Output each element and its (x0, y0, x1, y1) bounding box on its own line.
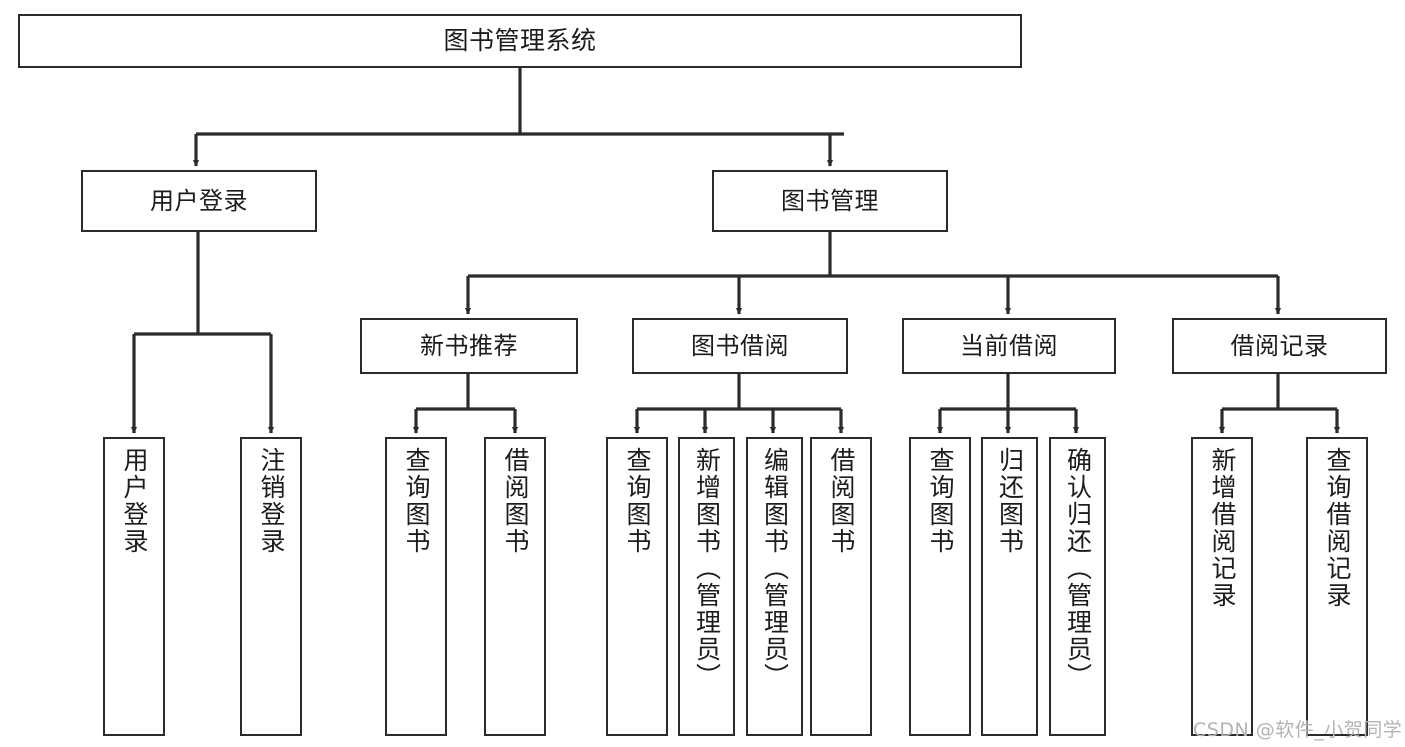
node-leaf-logout[interactable]: 注销登录 (240, 437, 302, 736)
node-leaf-confirm-return[interactable]: 确认归还（管理员） (1049, 437, 1106, 736)
node-book-borrow[interactable]: 图书借阅 (632, 318, 848, 374)
node-leaf-query-book-2[interactable]: 查询图书 (606, 437, 668, 736)
node-new-book-rec[interactable]: 新书推荐 (360, 318, 578, 374)
node-leaf-borrow-book-1-label: 借阅图书 (501, 447, 530, 555)
node-leaf-add-record[interactable]: 新增借阅记录 (1191, 437, 1253, 736)
node-root[interactable]: 图书管理系统 (18, 14, 1022, 68)
node-user-login-label: 用户登录 (150, 186, 248, 215)
node-leaf-query-book-3[interactable]: 查询图书 (909, 437, 971, 736)
node-leaf-add-book-label: 新增图书（管理员） (692, 447, 722, 690)
node-leaf-return-book[interactable]: 归还图书 (981, 437, 1038, 736)
node-leaf-query-book-1-label: 查询图书 (402, 447, 431, 555)
node-leaf-borrow-book-2-label: 借阅图书 (827, 447, 856, 555)
node-book-manage-label: 图书管理 (781, 186, 879, 215)
node-leaf-logout-label: 注销登录 (257, 447, 286, 555)
node-leaf-query-book-2-label: 查询图书 (623, 447, 652, 555)
node-current-borrow[interactable]: 当前借阅 (902, 318, 1116, 374)
node-leaf-return-book-label: 归还图书 (995, 447, 1025, 555)
node-leaf-user-login-label: 用户登录 (120, 447, 149, 555)
node-leaf-borrow-book-2[interactable]: 借阅图书 (810, 437, 872, 736)
node-leaf-query-book-3-label: 查询图书 (926, 447, 955, 555)
node-leaf-edit-book-label: 编辑图书（管理员） (760, 447, 790, 690)
node-leaf-query-book-1[interactable]: 查询图书 (385, 437, 447, 736)
node-borrow-record[interactable]: 借阅记录 (1172, 318, 1387, 374)
node-leaf-query-record-label: 查询借阅记录 (1323, 447, 1352, 609)
node-user-login[interactable]: 用户登录 (81, 170, 317, 232)
node-new-book-rec-label: 新书推荐 (420, 331, 518, 360)
node-leaf-add-record-label: 新增借阅记录 (1208, 447, 1237, 609)
node-current-borrow-label: 当前借阅 (960, 331, 1058, 360)
node-leaf-confirm-return-label: 确认归还（管理员） (1063, 447, 1093, 690)
node-leaf-edit-book[interactable]: 编辑图书（管理员） (746, 437, 803, 736)
node-borrow-record-label: 借阅记录 (1230, 331, 1329, 360)
node-root-label: 图书管理系统 (443, 26, 597, 56)
node-book-borrow-label: 图书借阅 (691, 331, 789, 360)
node-leaf-query-record[interactable]: 查询借阅记录 (1306, 437, 1368, 736)
node-book-manage[interactable]: 图书管理 (712, 170, 948, 232)
node-leaf-user-login[interactable]: 用户登录 (103, 437, 165, 736)
node-leaf-add-book[interactable]: 新增图书（管理员） (678, 437, 735, 736)
node-leaf-borrow-book-1[interactable]: 借阅图书 (484, 437, 546, 736)
